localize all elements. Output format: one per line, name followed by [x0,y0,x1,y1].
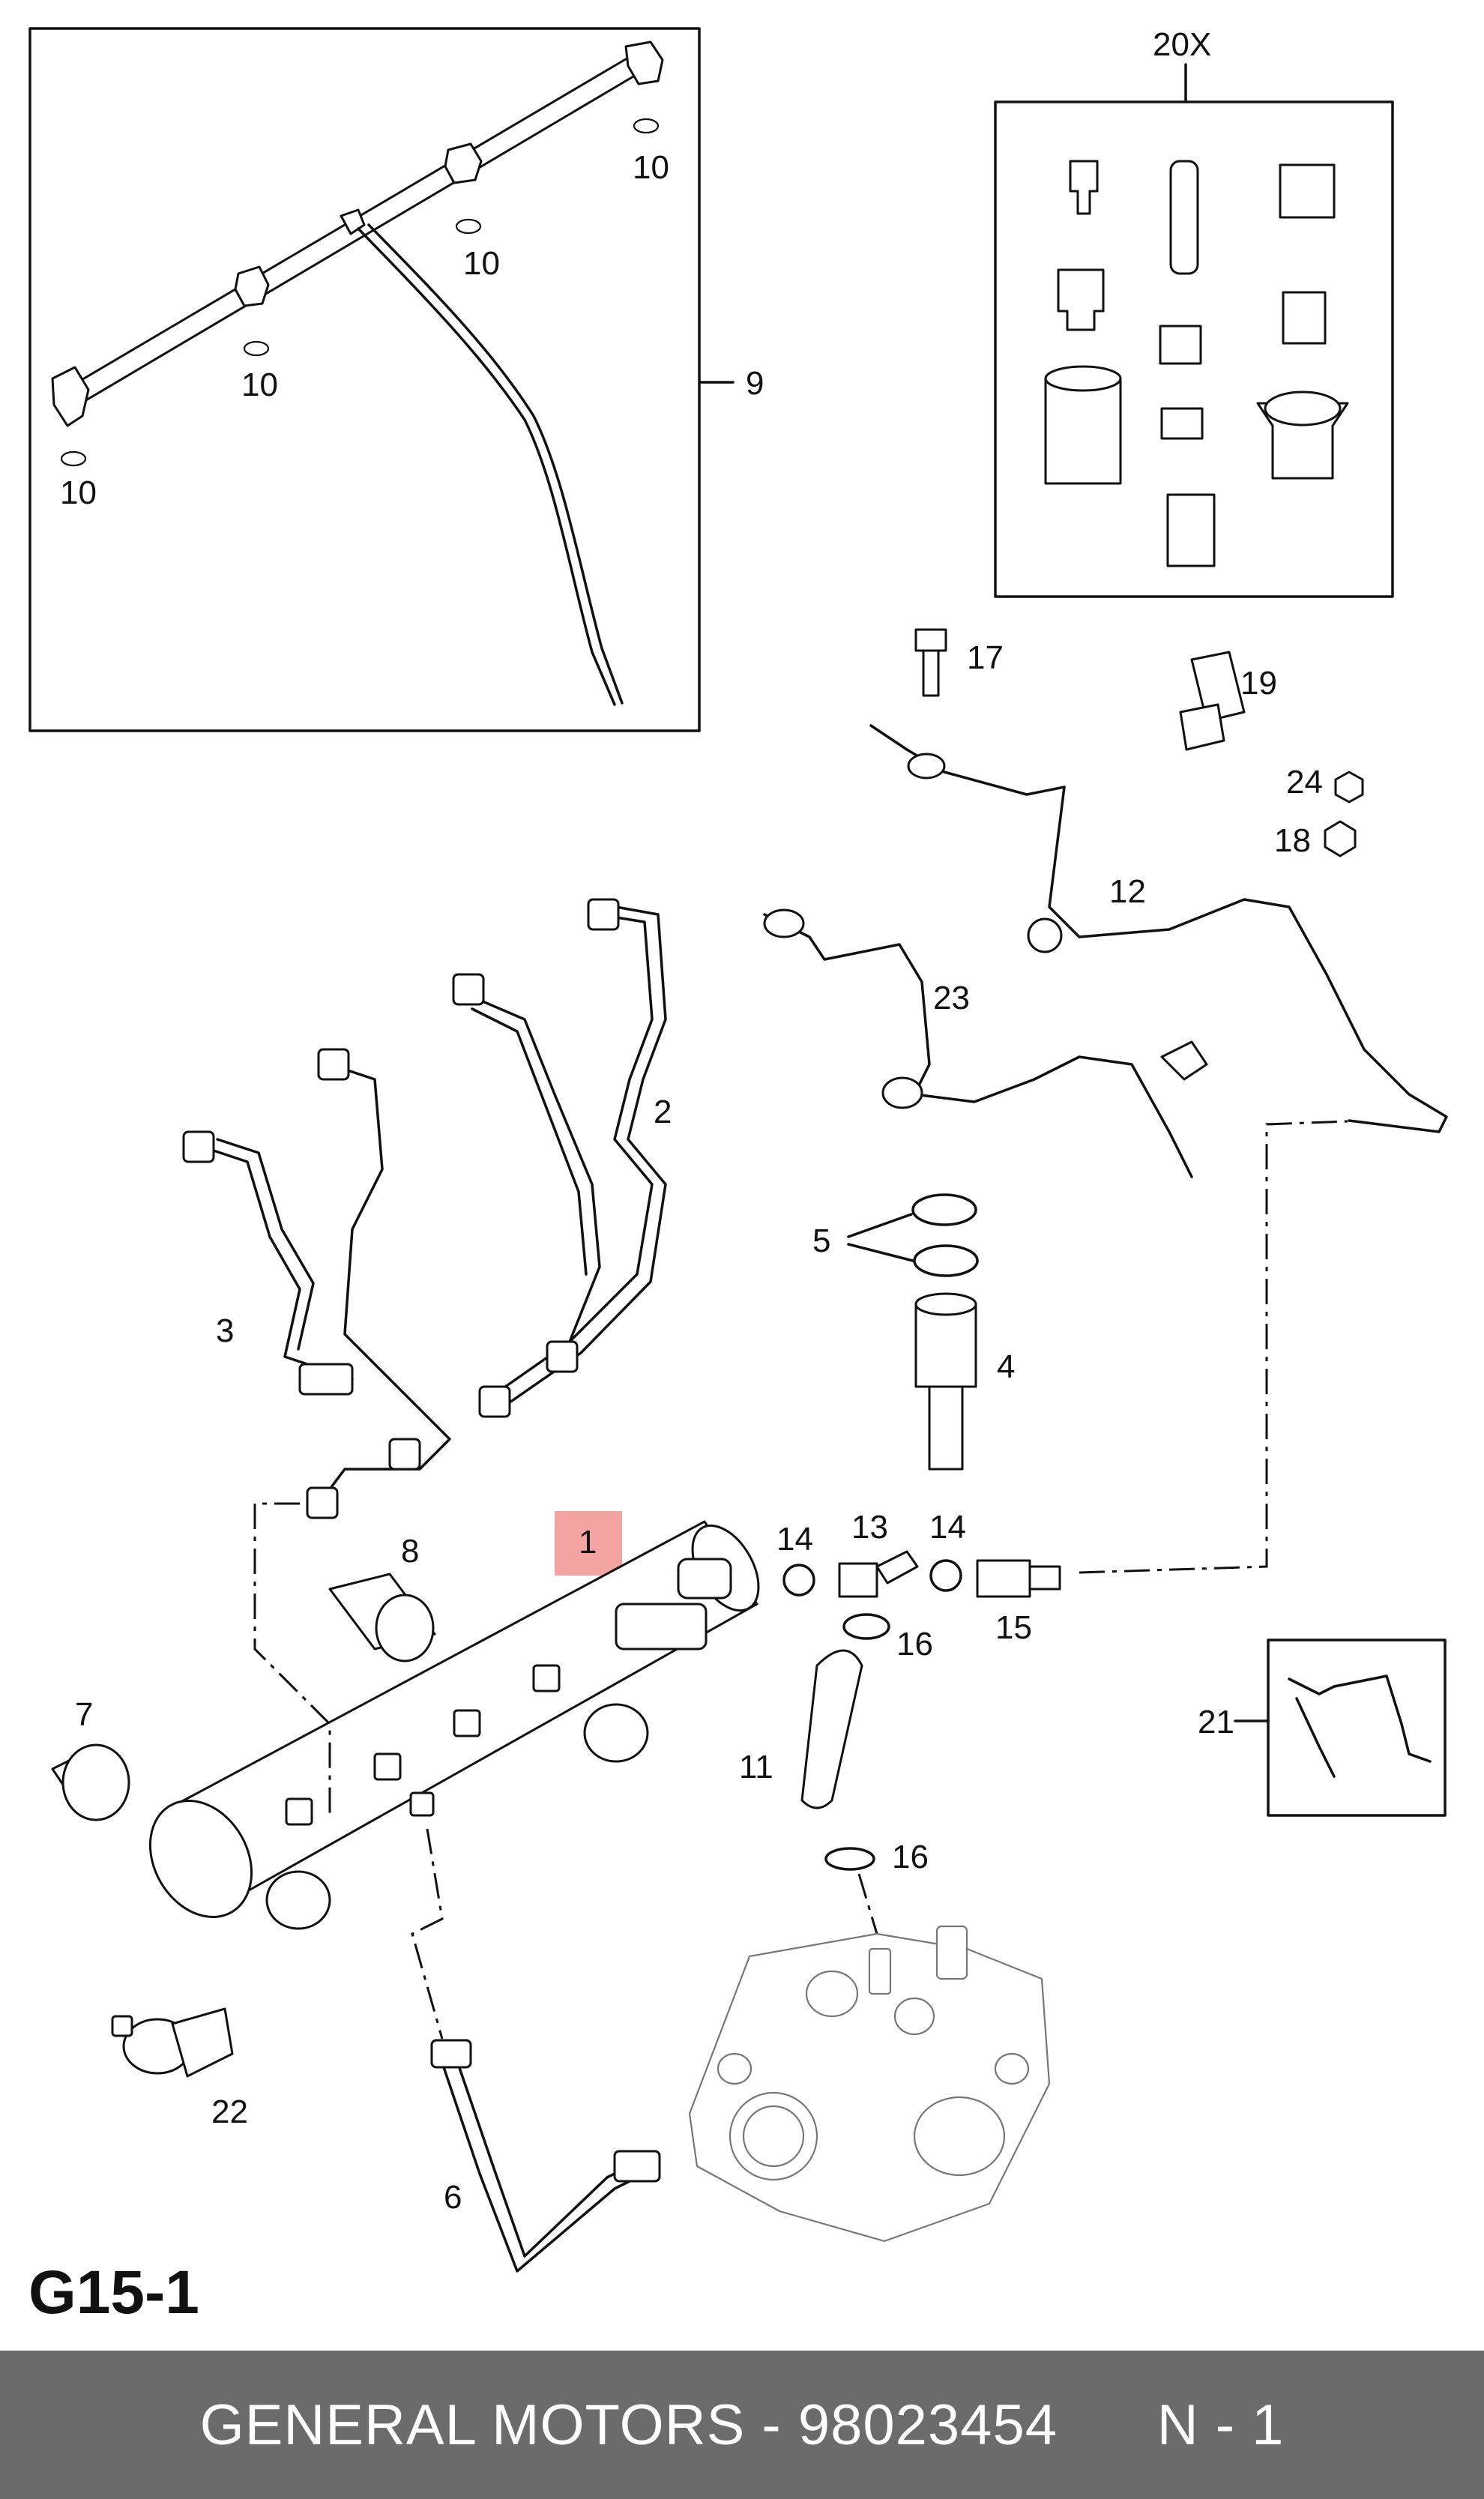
callout-14-left: 14 [776,1521,813,1558]
callout-10-left: 10 [60,474,97,511]
callout-16-lower: 16 [892,1839,929,1875]
callout-18: 18 [1274,822,1311,859]
nut-18 [1324,820,1357,857]
high-pressure-pump [688,1925,1051,2243]
footer-spacer [1058,2393,1157,2458]
bracket-23 [763,908,1208,1178]
footer-text: GENERAL MOTORS - 98023454 N - 1 [0,2351,1484,2499]
spacer-8 [328,1573,436,1663]
callout-14-right: 14 [929,1509,966,1546]
callout-21: 21 [1198,1704,1234,1740]
seal-14-right [929,1559,962,1592]
callout-11: 11 [739,1749,773,1785]
fuel-rail-1 [148,1520,760,1930]
o-ring-5-upper [911,1193,977,1226]
footer-brand-partnumber: GENERAL MOTORS - 98023454 [199,2393,1058,2457]
callout-22: 22 [211,2093,248,2130]
injector-pipes-2 [452,898,667,1418]
callout-1-highlight [555,1511,622,1576]
callout-10-mid-right: 10 [463,245,500,282]
callout-24: 24 [1286,764,1323,801]
o-ring-5-lower [913,1244,979,1277]
callout-5: 5 [812,1223,830,1259]
callout-15: 15 [995,1609,1032,1646]
clip-19 [1179,651,1246,751]
clamp-16-upper [842,1613,890,1640]
callout-10-right: 10 [633,149,669,186]
page-code: G15-1 [28,2258,199,2327]
callout-2: 2 [654,1094,672,1130]
callout-20x: 20X [1153,26,1211,63]
pipe-21 [1288,1674,1432,1778]
callout-4: 4 [997,1348,1015,1385]
sensor-15 [976,1559,1061,1598]
leak-off-line-drawing [51,40,664,706]
callout-10-mid-left: 10 [241,367,278,403]
callout-13: 13 [851,1509,888,1546]
fitting-13 [838,1550,919,1598]
nut-24 [1334,771,1364,804]
callout-8: 8 [401,1533,419,1570]
callout-23: 23 [933,980,970,1016]
clip-22 [111,2007,234,2078]
footer-bar [0,2351,1484,2499]
leader-line-pipe-to-rail [253,1502,331,1814]
callout-7: 7 [75,1696,93,1733]
callout-16-upper: 16 [896,1626,933,1663]
bolt-17 [914,628,947,697]
sleeve-4 [914,1292,977,1471]
pipe-6 [430,2039,661,2273]
footer-sheet: N - 1 [1156,2393,1285,2457]
spacer-7 [51,1743,130,1821]
callout-3: 3 [216,1312,234,1349]
callout-12: 12 [1109,873,1146,910]
callout-1: 1 [579,1524,597,1561]
leader-line-sensor-to-bracket [1079,1120,1348,1574]
callout-6: 6 [444,2179,462,2216]
clamp-16-lower [824,1847,875,1871]
kit-parts-drawing [1044,160,1349,567]
pipe-21-box [1267,1639,1447,1817]
injector-pipes-3 [182,1048,451,1519]
callout-17: 17 [967,639,1004,676]
leak-off-box [28,27,701,732]
callout-9: 9 [746,365,764,402]
kit-box [994,100,1394,598]
leader-line-rail-to-pipe6 [411,1828,444,2040]
seal-14-left [782,1564,815,1597]
callout-19: 19 [1240,665,1277,702]
bracket-12 [869,724,1448,1133]
hose-11 [800,1649,863,1809]
